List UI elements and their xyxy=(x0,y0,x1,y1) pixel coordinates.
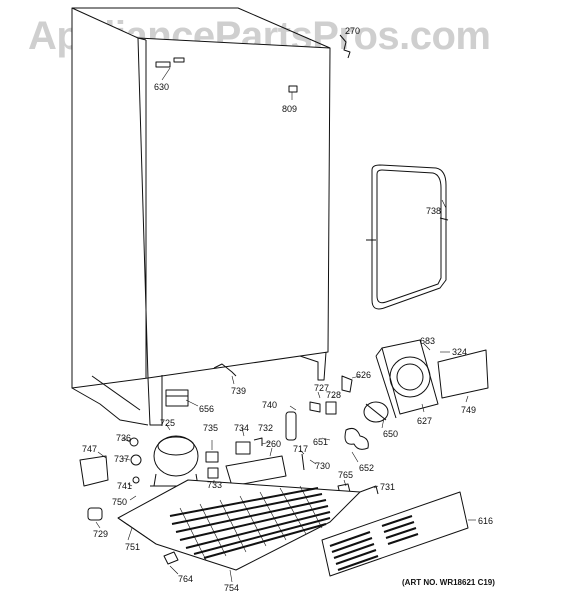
part-label-749: 749 xyxy=(461,405,477,415)
part-label-754: 754 xyxy=(224,583,240,593)
part-label-651: 651 xyxy=(313,437,329,447)
part-label-717: 717 xyxy=(293,444,309,454)
part-label-738: 738 xyxy=(426,206,442,216)
part-label-728: 728 xyxy=(326,390,342,400)
part-label-270: 270 xyxy=(345,26,361,36)
part-label-616: 616 xyxy=(478,516,494,526)
part-label-731: 731 xyxy=(380,482,396,492)
part-label-764: 764 xyxy=(178,574,194,584)
part-label-737: 737 xyxy=(114,454,130,464)
art-number: (ART NO. WR18621 C19) xyxy=(402,578,495,587)
leader-lines xyxy=(95,67,476,583)
part-label-324: 324 xyxy=(452,347,468,357)
part-label-736: 736 xyxy=(116,433,132,443)
compressor-drawing xyxy=(150,435,202,487)
heater-loop-drawing xyxy=(366,164,449,310)
part-label-725: 725 xyxy=(160,418,176,428)
part-label-630: 630 xyxy=(154,82,170,92)
part-label-739: 739 xyxy=(231,386,247,396)
part-label-734: 734 xyxy=(234,423,250,433)
part-label-733: 733 xyxy=(207,480,223,490)
grille-drawing xyxy=(321,491,469,577)
part-label-751: 751 xyxy=(125,542,141,552)
cabinet-drawing xyxy=(71,7,331,426)
part-label-809: 809 xyxy=(282,104,298,114)
part-label-656: 656 xyxy=(199,404,215,414)
fan-shroud-drawing xyxy=(375,339,439,419)
part-label-747: 747 xyxy=(82,444,98,454)
part-label-729: 729 xyxy=(93,529,109,539)
part-label-650: 650 xyxy=(383,429,399,439)
part-label-652: 652 xyxy=(359,463,375,473)
part-label-732: 732 xyxy=(258,423,274,433)
part-label-627: 627 xyxy=(417,416,433,426)
part-label-727: 727 xyxy=(314,383,330,393)
part-label-730: 730 xyxy=(315,461,331,471)
part-label-735: 735 xyxy=(203,423,219,433)
part-label-750: 750 xyxy=(112,497,128,507)
part-label-741: 741 xyxy=(117,481,133,491)
part-label-740: 740 xyxy=(262,400,278,410)
condenser-coil-drawing xyxy=(117,479,361,571)
part-label-260: 260 xyxy=(266,439,282,449)
part-label-683: 683 xyxy=(420,336,436,346)
part-label-626: 626 xyxy=(356,370,372,380)
part-label-765: 765 xyxy=(338,470,354,480)
